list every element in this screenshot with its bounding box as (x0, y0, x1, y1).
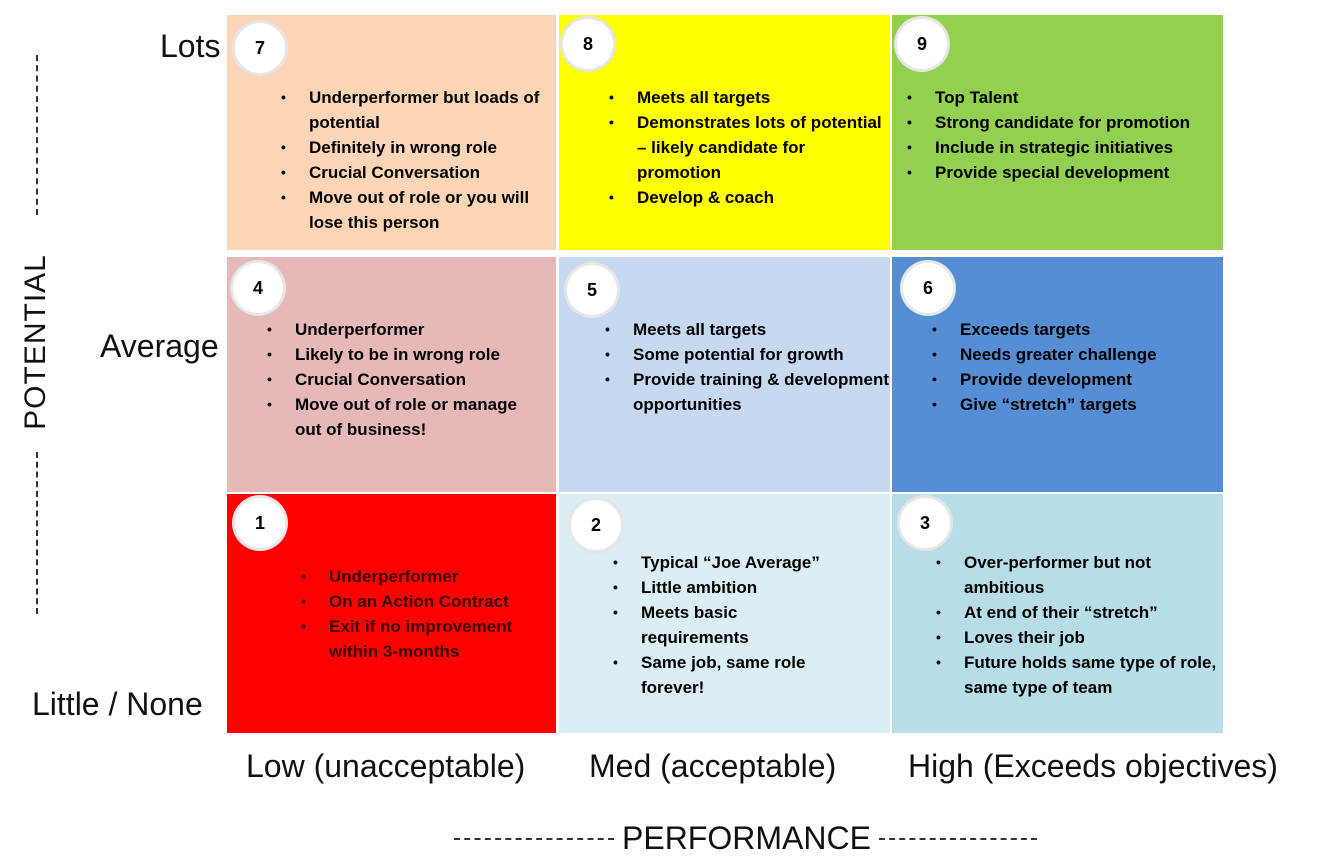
cell-bullet-item: Typical “Joe Average” (613, 550, 843, 575)
x-axis-dashed-line-right (878, 837, 1037, 840)
cell-number-badge: 9 (897, 19, 947, 69)
grid-cell-7: 7Underperformer but loads of potentialDe… (227, 15, 556, 250)
grid-cell-8: 8Meets all targetsDemonstrates lots of p… (559, 15, 890, 250)
y-axis-dashed-line-bottom (36, 452, 38, 614)
y-axis-dashed-line-top (36, 55, 38, 215)
cell-bullet-item: Meets basic requirements (613, 600, 843, 650)
cell-bullet-item: Develop & coach (609, 185, 889, 210)
cell-bullet-item: At end of their “stretch” (936, 600, 1221, 625)
x-axis-title-group: PERFORMANCE (446, 820, 1045, 857)
cell-bullet-list: Top TalentStrong candidate for promotion… (907, 85, 1217, 185)
cell-bullet-item: Same job, same role forever! (613, 650, 843, 700)
cell-bullet-item: Strong candidate for promotion (907, 110, 1217, 135)
x-level-high: High (Exceeds objectives) (908, 748, 1278, 784)
grid-cell-3: 3Over-performer but not ambitiousAt end … (892, 494, 1223, 733)
cell-bullet-list: UnderperformerOn an Action ContractExit … (301, 564, 541, 664)
cell-number-badge: 8 (563, 19, 613, 69)
cell-bullet-list: Over-performer but not ambitiousAt end o… (936, 550, 1221, 700)
grid-cell-5: 5Meets all targetsSome potential for gro… (559, 257, 890, 492)
y-level-lots: Lots (160, 28, 221, 64)
cell-bullet-item: Include in strategic initiatives (907, 135, 1217, 160)
cell-bullet-item: Crucial Conversation (281, 160, 541, 185)
x-axis-dashed-line-left (454, 837, 614, 840)
y-level-little-none: Little / None (32, 686, 203, 722)
cell-bullet-item: Meets all targets (605, 317, 890, 342)
cell-bullet-item: Underperformer but loads of potential (281, 85, 541, 135)
cell-number-badge: 4 (233, 263, 283, 313)
cell-bullet-list: UnderperformerLikely to be in wrong role… (267, 317, 547, 442)
cell-bullet-item: Loves their job (936, 625, 1221, 650)
cell-number-badge: 5 (567, 265, 617, 315)
cell-bullet-item: Top Talent (907, 85, 1217, 110)
cell-bullet-item: Future holds same type of role, same typ… (936, 650, 1221, 700)
cell-bullet-item: Exit if no improvement within 3-months (301, 614, 541, 664)
cell-number-badge: 1 (235, 498, 285, 548)
cell-bullet-item: Little ambition (613, 575, 843, 600)
grid-cell-9: 9Top TalentStrong candidate for promotio… (892, 15, 1223, 250)
cell-number-badge: 6 (903, 263, 953, 313)
cell-bullet-item: Demonstrates lots of potential – likely … (609, 110, 889, 185)
cell-number-badge: 3 (900, 498, 950, 548)
cell-bullet-item: Provide training & development opportuni… (605, 367, 890, 417)
cell-number-badge: 7 (235, 23, 285, 73)
cell-bullet-item: Provide special development (907, 160, 1217, 185)
cell-bullet-item: Meets all targets (609, 85, 889, 110)
cell-bullet-item: On an Action Contract (301, 589, 541, 614)
cell-bullet-item: Definitely in wrong role (281, 135, 541, 160)
cell-bullet-list: Meets all targetsDemonstrates lots of po… (609, 85, 889, 210)
cell-bullet-list: Underperformer but loads of potentialDef… (281, 85, 541, 235)
x-axis-title: PERFORMANCE (622, 820, 871, 856)
cell-bullet-item: Give “stretch” targets (932, 392, 1217, 417)
cell-bullet-item: Likely to be in wrong role (267, 342, 547, 367)
grid-cell-2: 2Typical “Joe Average”Little ambitionMee… (559, 494, 890, 733)
cell-bullet-item: Move out of role or you will lose this p… (281, 185, 541, 235)
y-level-average: Average (100, 328, 219, 364)
cell-bullet-item: Underperformer (267, 317, 547, 342)
grid-cell-1: 1UnderperformerOn an Action ContractExit… (227, 494, 556, 733)
grid-cell-6: 6Exceeds targetsNeeds greater challengeP… (892, 257, 1223, 492)
cell-bullet-item: Some potential for growth (605, 342, 890, 367)
cell-bullet-item: Crucial Conversation (267, 367, 547, 392)
y-axis-title: POTENTIAL (19, 254, 52, 430)
cell-bullet-item: Move out of role or manage out of busine… (267, 392, 547, 442)
cell-bullet-list: Typical “Joe Average”Little ambitionMeet… (613, 550, 843, 700)
x-level-med: Med (acceptable) (589, 748, 837, 784)
cell-bullet-item: Exceeds targets (932, 317, 1217, 342)
cell-bullet-item: Over-performer but not ambitious (936, 550, 1221, 600)
cell-bullet-item: Provide development (932, 367, 1217, 392)
cell-number-badge: 2 (571, 500, 621, 550)
cell-bullet-list: Meets all targetsSome potential for grow… (605, 317, 890, 417)
cell-bullet-item: Underperformer (301, 564, 541, 589)
cell-bullet-list: Exceeds targetsNeeds greater challengePr… (932, 317, 1217, 417)
cell-bullet-item: Needs greater challenge (932, 342, 1217, 367)
x-level-low: Low (unacceptable) (246, 748, 526, 784)
grid-cell-4: 4UnderperformerLikely to be in wrong rol… (227, 257, 556, 492)
